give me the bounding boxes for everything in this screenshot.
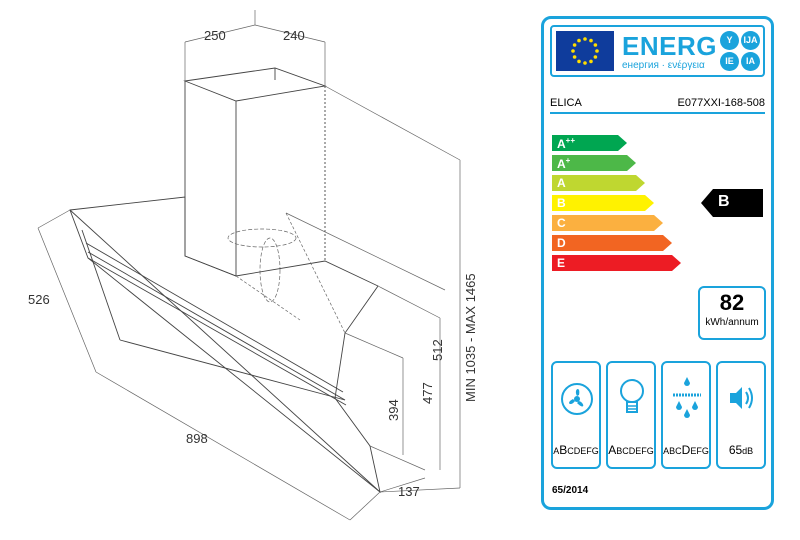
energy-label-header: ENERG енергия · ενέργεια Y IJA IE IA <box>550 25 765 77</box>
lightbulb-icon <box>620 379 644 413</box>
eu-star <box>572 43 577 47</box>
energy-title: ENERG <box>622 31 717 61</box>
eu-star <box>589 38 593 43</box>
eu-star <box>583 61 587 65</box>
noise-value: 65dB <box>728 443 754 457</box>
duct-outline-horizontal <box>227 228 297 248</box>
energy-class-label: A <box>557 176 566 190</box>
lighting-efficiency-box: ABCDEFG <box>606 361 656 469</box>
dim-depth-top: 250 <box>204 28 226 43</box>
dim-width-top: 240 <box>283 28 305 43</box>
energy-class-bar: E <box>552 255 682 271</box>
regulation-number: 65/2014 <box>552 485 589 496</box>
energy-class-bar: D <box>552 235 673 251</box>
eu-star <box>577 59 581 64</box>
eu-star <box>583 37 587 41</box>
eu-star <box>589 59 593 64</box>
lang-code-y: Y <box>720 31 739 50</box>
lang-code-ia: IA <box>741 52 760 71</box>
dim-side-height: 526 <box>28 292 50 307</box>
dim-depth-bottom: 137 <box>398 484 420 499</box>
eu-flag-icon <box>556 31 614 71</box>
consumption-box: 82 kWh/annum <box>698 286 766 340</box>
consumption-unit: kWh/annum <box>705 317 759 328</box>
energy-label: ENERG енергия · ενέργεια Y IJA IE IA ELI… <box>541 16 774 510</box>
eu-star <box>593 55 598 59</box>
eu-star <box>595 49 599 53</box>
dim-width-bottom: 898 <box>186 431 208 446</box>
energy-class-bar: A <box>552 175 646 191</box>
lighting-class: ABCDEFG <box>608 443 654 457</box>
energy-subtitle: енергия · ενέργεια <box>622 60 705 71</box>
energy-class-label: B <box>557 196 566 210</box>
grease-filter-class: ABCDEFG <box>663 443 709 457</box>
eu-star <box>593 43 598 47</box>
chimney <box>183 67 327 277</box>
model-identifier: E077XXI-168-508 <box>677 97 765 109</box>
eu-star <box>571 49 575 53</box>
noise-icon <box>730 387 753 409</box>
dimension-lines <box>37 10 461 521</box>
rating-letter: B <box>718 193 730 210</box>
supplier-row: ELICA E077XXI-168-508 <box>550 95 765 114</box>
noise-box: 65dB <box>716 361 766 469</box>
energy-class-bar: C <box>552 215 664 231</box>
glass-panel <box>69 196 381 494</box>
lang-code-ie: IE <box>720 52 739 71</box>
dim-range: MIN 1035 - MAX 1465 <box>463 273 478 402</box>
consumption-value: 82 <box>719 290 745 315</box>
fluid-efficiency-box: ABCDEFG <box>551 361 601 469</box>
energy-class-bar: A++ <box>552 135 628 151</box>
grease-filter-icon <box>673 377 701 418</box>
energy-class-label: E <box>557 256 566 270</box>
energy-class-label: D <box>557 236 566 250</box>
duct-outline-vertical <box>259 237 281 303</box>
energy-class-label: A++ <box>557 136 576 151</box>
grease-filtering-box: ABCDEFG <box>661 361 711 469</box>
dim-h3: 512 <box>430 339 445 361</box>
rating-arrow <box>701 189 763 217</box>
energy-class-label: A+ <box>557 156 571 171</box>
fan-class: ABCDEFG <box>553 443 599 457</box>
eu-star <box>577 38 581 43</box>
energy-class-bar: A+ <box>552 155 637 171</box>
eu-star <box>572 55 577 59</box>
fan-icon <box>561 383 593 415</box>
energy-class-bar: B <box>552 195 655 211</box>
dim-h2: 477 <box>420 382 435 404</box>
energy-class-label: C <box>557 216 566 230</box>
hood-technical-drawing: 250 240 526 898 137 394 477 512 MIN 1035… <box>28 10 478 521</box>
dim-h1: 394 <box>386 399 401 421</box>
supplier-name: ELICA <box>550 97 582 109</box>
lang-code-ija: IJA <box>741 31 760 50</box>
